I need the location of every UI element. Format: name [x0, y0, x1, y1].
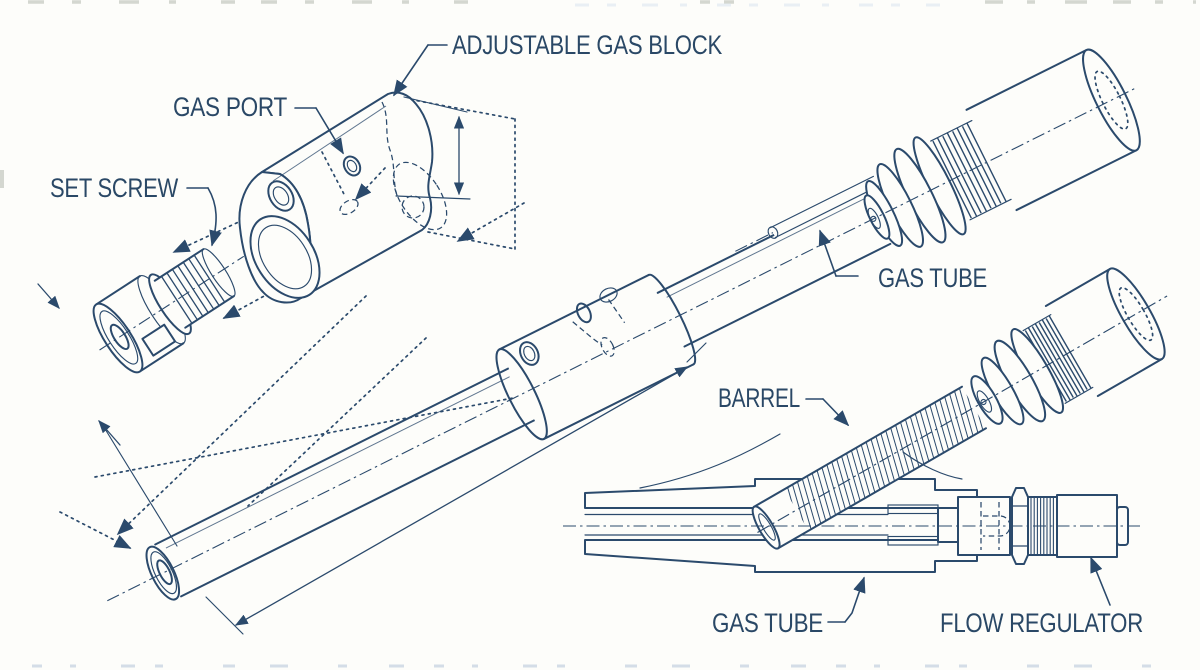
barrel-muzzle-face: [145, 545, 181, 601]
cropped-text-artifact-top: [0, 0, 1196, 188]
label-set-screw: SET SCREW: [50, 173, 179, 203]
label-adjustable-gas-block: ADJUSTABLE GAS BLOCK: [452, 30, 722, 60]
barrel-length-dimension: [234, 366, 689, 626]
barrel-fillet-left: [639, 433, 781, 489]
set-screw-keyway-notch: [141, 323, 177, 357]
fluted-barrel-and-device: [751, 267, 1168, 550]
gas-block-journal: [495, 273, 697, 441]
threaded-insert-top: [887, 504, 939, 515]
label-barrel: BARREL: [718, 383, 800, 413]
label-gas-port: GAS PORT: [173, 92, 287, 122]
label-flow-regulator: FLOW REGULATOR: [940, 608, 1143, 638]
dimension-annotations: [37, 96, 707, 635]
gas-regulator-housing: [863, 48, 1141, 248]
set-screw-part: [92, 248, 245, 374]
adjustable-gas-block-part: [238, 91, 448, 304]
barrel-tube-front: [656, 189, 892, 348]
label-gas-tube-upper: GAS TUBE: [878, 263, 987, 293]
gas-tube-part: [735, 175, 879, 252]
cutaway-section-view: [563, 267, 1168, 573]
gas-tube-section-bottom-wall: [584, 539, 978, 573]
callout-labels: ADJUSTABLE GAS BLOCK GAS PORT SET SCREW …: [50, 30, 1143, 638]
barrel-fillet-right: [902, 451, 963, 480]
label-gas-tube-lower: GAS TUBE: [712, 608, 823, 638]
gas-port-hole: [342, 155, 362, 177]
gas-tube-section-top-wall: [584, 478, 978, 509]
